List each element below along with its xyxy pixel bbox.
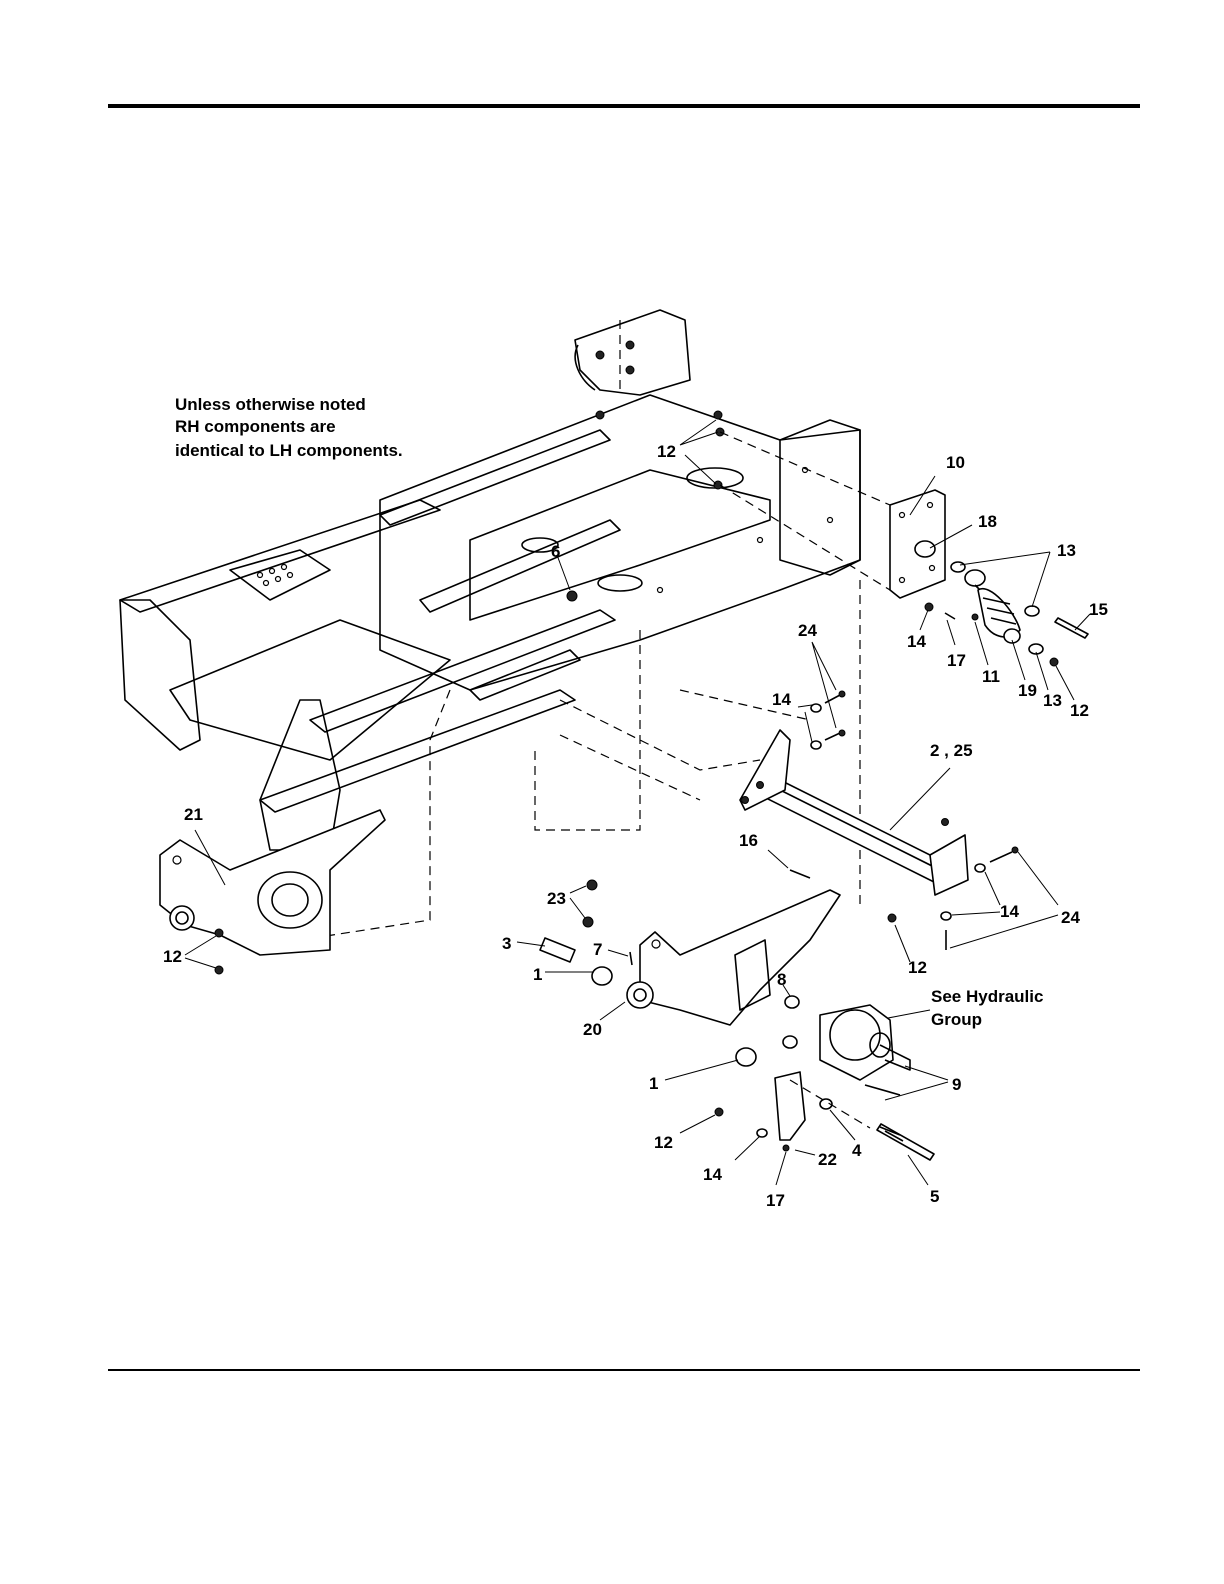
callout-12: 12 bbox=[1070, 701, 1089, 720]
callout-8: 8 bbox=[777, 970, 786, 989]
callout-12: 12 bbox=[908, 958, 927, 977]
callout-5: 5 bbox=[930, 1187, 939, 1206]
callout-23: 23 bbox=[547, 889, 566, 908]
callout-24: 24 bbox=[1061, 908, 1080, 927]
rh-swing-arm bbox=[627, 890, 840, 1025]
callout-4: 4 bbox=[852, 1141, 862, 1160]
callout-18: 18 bbox=[978, 512, 997, 531]
note-line-3: identical to LH components. bbox=[175, 441, 403, 460]
see-hydraulic-group-label: Group bbox=[931, 1010, 982, 1029]
main-frame bbox=[120, 310, 860, 850]
callout-11: 11 bbox=[982, 667, 1000, 686]
callout-20: 20 bbox=[583, 1020, 602, 1039]
callout-21: 21 bbox=[184, 805, 203, 824]
general-note: Unless otherwise noted RH components are… bbox=[175, 395, 403, 460]
callout-14: 14 bbox=[907, 632, 926, 651]
callout-22: 22 bbox=[818, 1150, 837, 1169]
callout-1: 1 bbox=[533, 965, 542, 984]
callout-12: 12 bbox=[657, 442, 676, 461]
hydraulic-motor bbox=[820, 1005, 910, 1095]
shock-absorber bbox=[965, 570, 1020, 643]
callout-12: 12 bbox=[163, 947, 182, 966]
callout-7: 7 bbox=[593, 940, 602, 959]
callout-17: 17 bbox=[947, 651, 966, 670]
callout-17: 17 bbox=[766, 1191, 785, 1210]
see-hydraulic-label: See Hydraulic bbox=[931, 987, 1043, 1006]
callout-2-25: 2 , 25 bbox=[930, 741, 973, 760]
footplate-holes bbox=[258, 565, 293, 586]
leader-lines bbox=[185, 420, 1090, 1185]
callout-14: 14 bbox=[772, 690, 791, 709]
callout-13: 13 bbox=[1043, 691, 1062, 710]
callout-6: 6 bbox=[551, 542, 560, 561]
callout-labels: 12 10 18 13 15 14 17 11 19 13 12 6 24 14… bbox=[163, 442, 1108, 1210]
lower-bracket bbox=[715, 1072, 934, 1160]
alignment-lines bbox=[300, 432, 890, 940]
callout-9: 9 bbox=[952, 1075, 961, 1094]
callout-10: 10 bbox=[946, 453, 965, 472]
callout-14: 14 bbox=[1000, 902, 1019, 921]
callout-1: 1 bbox=[649, 1074, 658, 1093]
callout-19: 19 bbox=[1018, 681, 1037, 700]
note-line-1: Unless otherwise noted bbox=[175, 395, 366, 414]
callout-13: 13 bbox=[1057, 541, 1076, 560]
callout-12: 12 bbox=[654, 1133, 673, 1152]
callout-16: 16 bbox=[739, 831, 758, 850]
callout-15: 15 bbox=[1089, 600, 1108, 619]
note-line-2: RH components are bbox=[175, 417, 336, 436]
callout-24: 24 bbox=[798, 621, 817, 640]
callout-3: 3 bbox=[502, 934, 511, 953]
callout-14: 14 bbox=[703, 1165, 722, 1184]
